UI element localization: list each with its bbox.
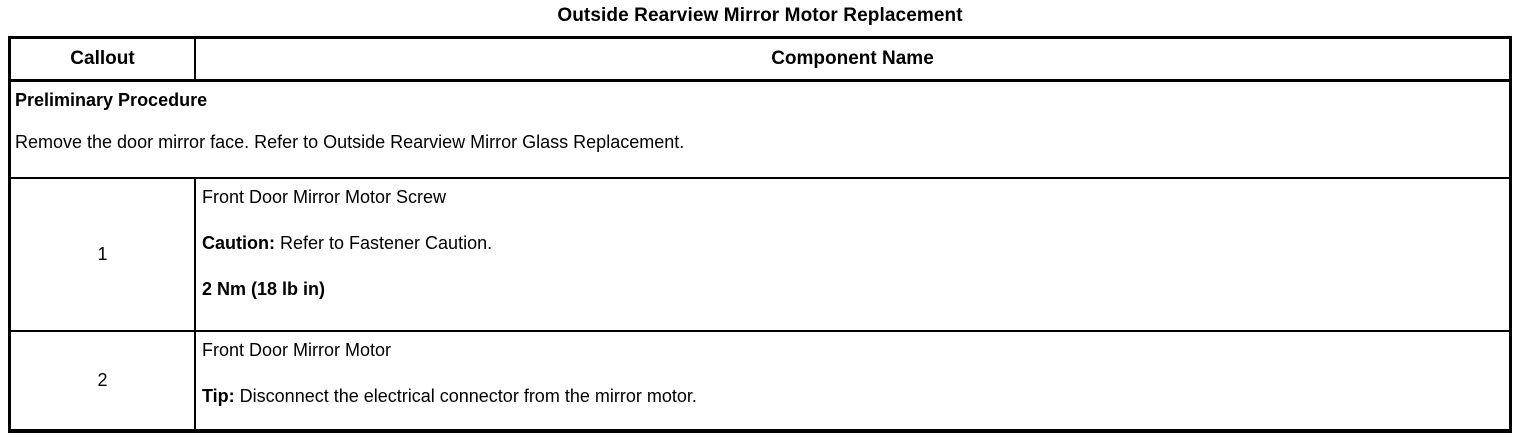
caution-text: Refer to Fastener Caution. [274, 233, 493, 254]
tip-note: Tip: Disconnect the electrical connector… [202, 384, 1505, 408]
procedure-table-container: Callout Component Name Preliminary Proce… [8, 36, 1512, 433]
preliminary-procedure-cell: Preliminary Procedure Remove the door mi… [11, 80, 1509, 180]
procedure-table: Callout Component Name Preliminary Proce… [11, 39, 1509, 429]
table-row: 1 Front Door Mirror Motor Screw Caution:… [11, 178, 1509, 332]
preliminary-procedure-text: Remove the door mirror face. Refer to Ou… [15, 132, 685, 152]
preliminary-procedure-heading: Preliminary Procedure [15, 90, 208, 110]
column-header-callout: Callout [11, 39, 196, 82]
component-description-cell: Front Door Mirror Motor Screw Caution: R… [195, 178, 1509, 332]
tip-label: Tip: [202, 385, 235, 406]
preliminary-procedure-row: Preliminary Procedure Remove the door mi… [11, 80, 1509, 180]
column-header-component-name: Component Name [195, 39, 1509, 82]
caution-label: Caution: [202, 233, 275, 254]
page-title: Outside Rearview Mirror Motor Replacemen… [557, 5, 963, 26]
component-description-cell: Front Door Mirror Motor Tip: Disconnect … [195, 331, 1509, 429]
table-row: 2 Front Door Mirror Motor Tip: Disconnec… [11, 330, 1509, 429]
component-name: Front Door Mirror Motor Screw [202, 187, 447, 208]
component-name: Front Door Mirror Motor [202, 339, 392, 360]
table-header-row: Callout Component Name [11, 39, 1509, 82]
torque-spec: 2 Nm (18 lb in) [202, 279, 326, 300]
callout-number: 1 [11, 178, 196, 332]
tip-text: Disconnect the electrical connector from… [234, 385, 697, 406]
callout-number: 2 [11, 330, 196, 429]
caution-note: Caution: Refer to Fastener Caution. [202, 231, 1505, 255]
